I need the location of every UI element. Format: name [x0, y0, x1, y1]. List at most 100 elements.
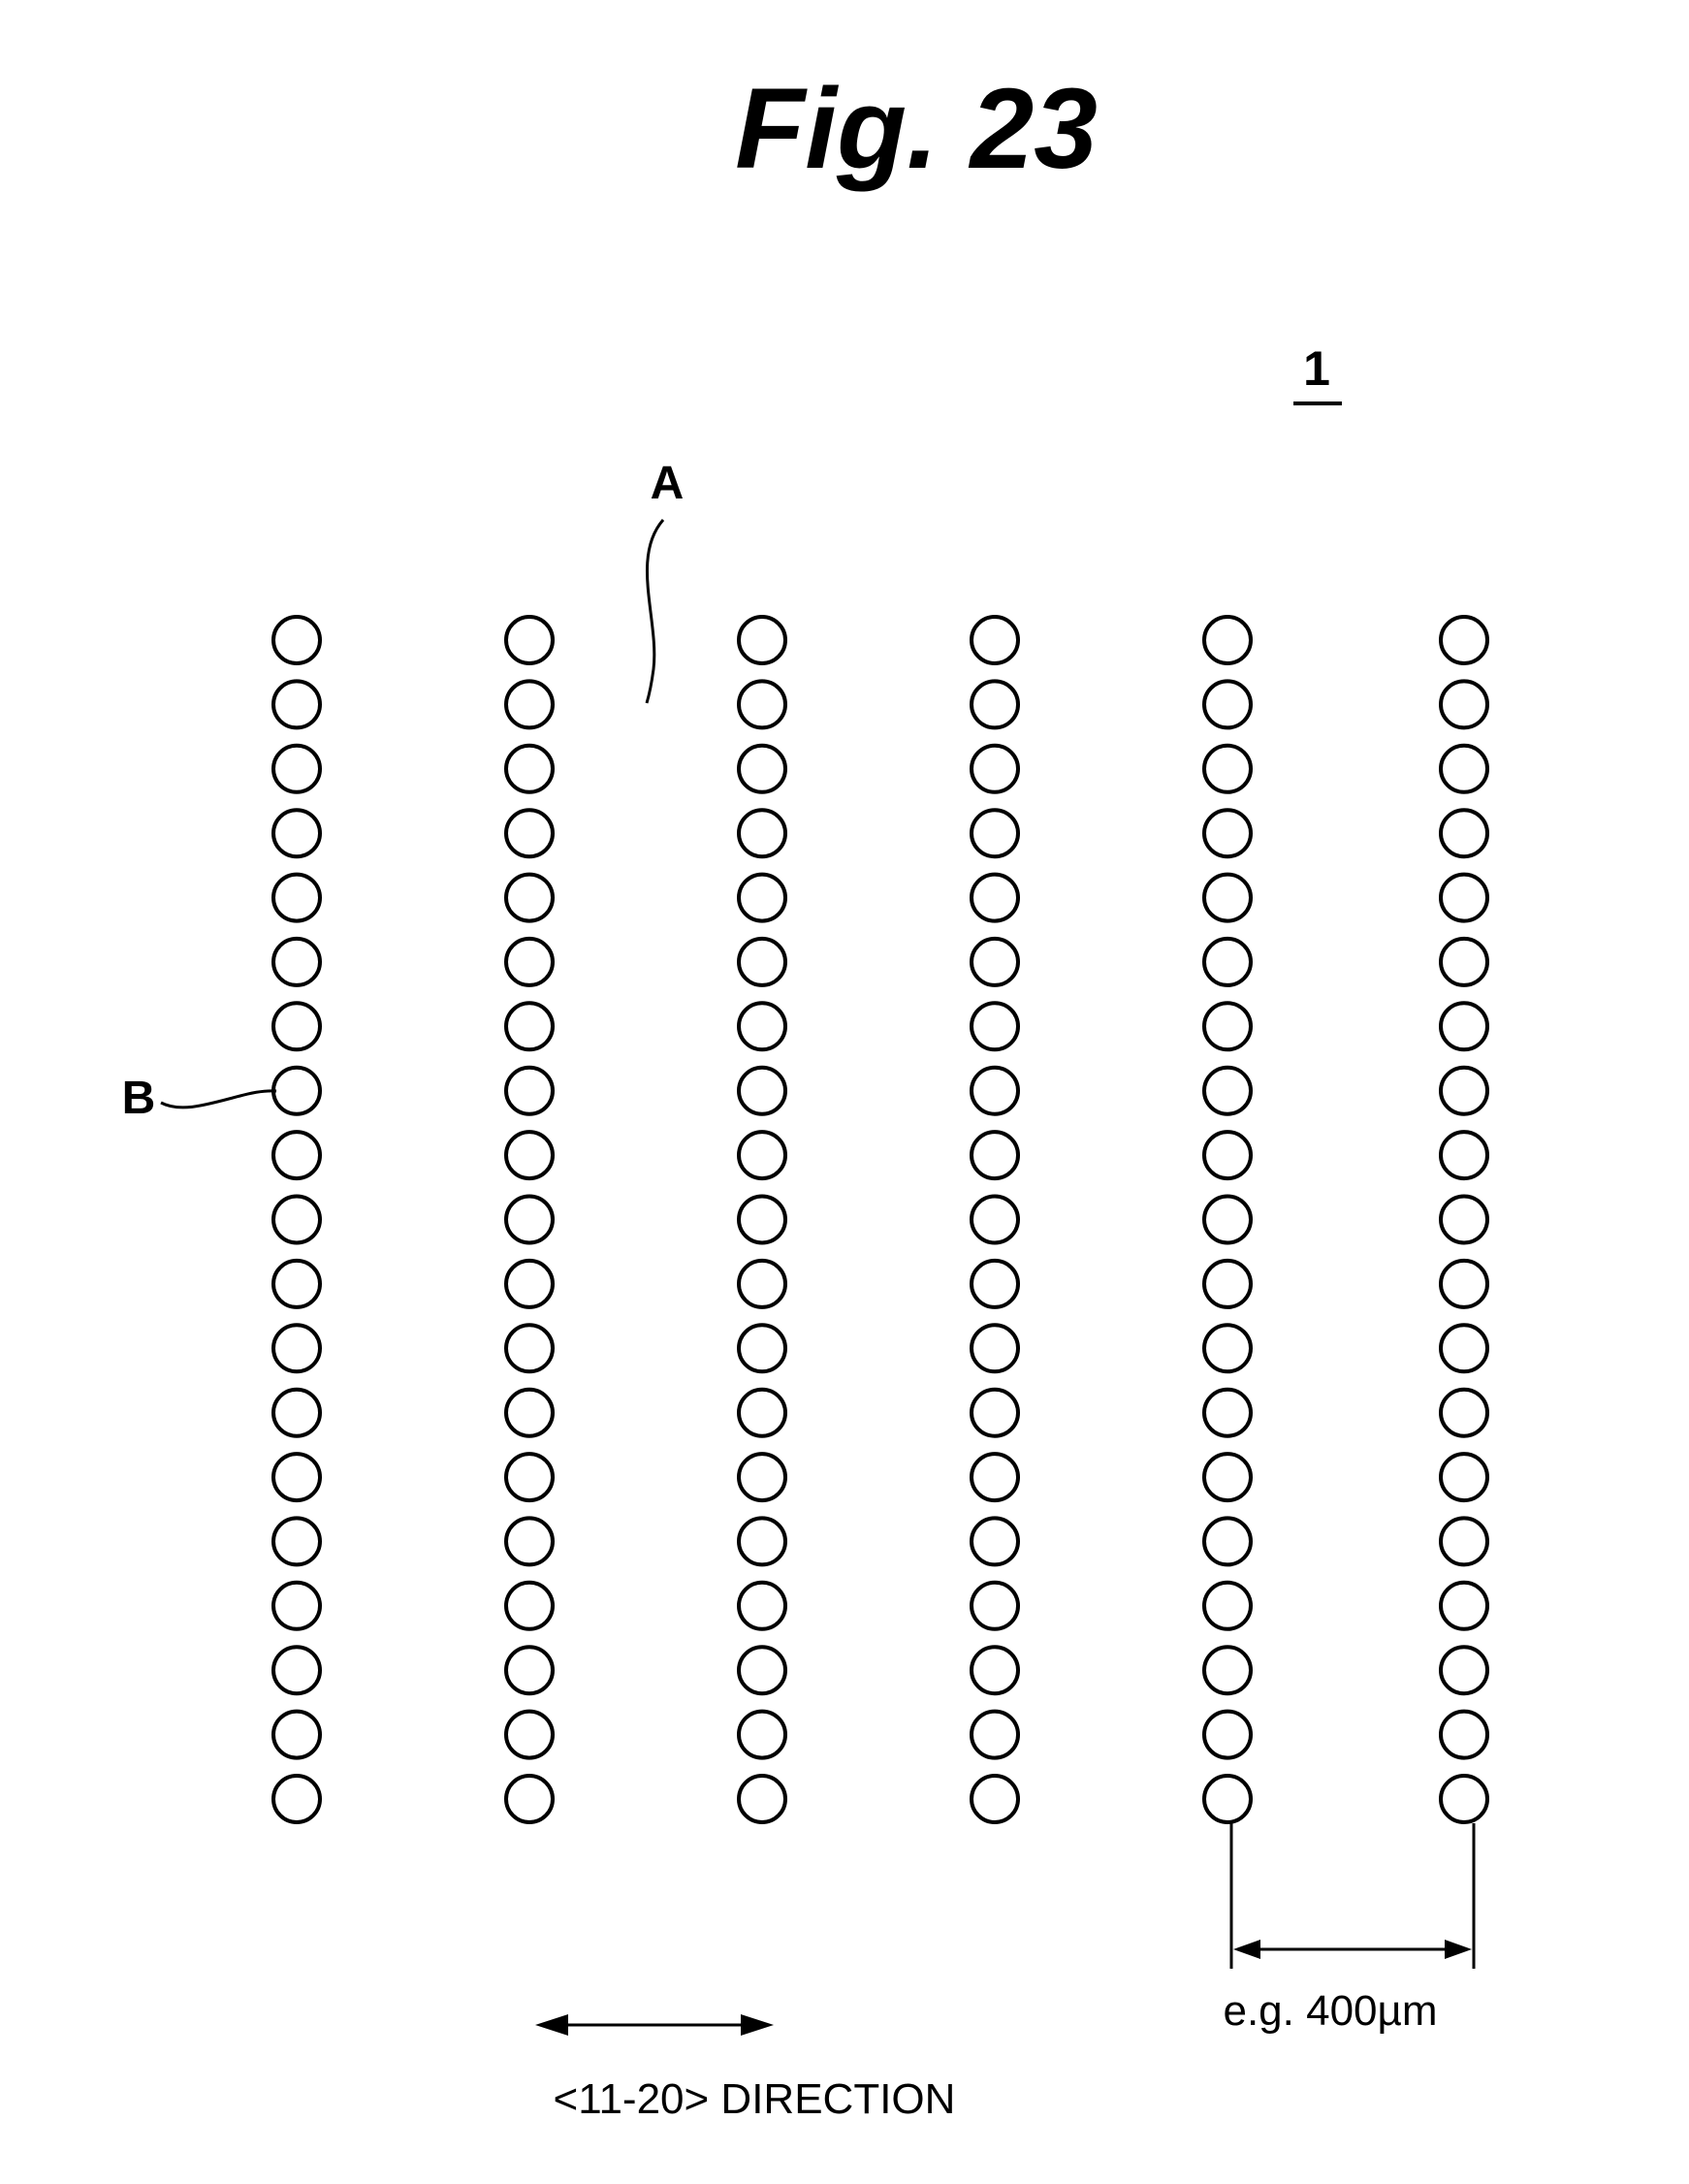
dot	[739, 1647, 785, 1693]
dot	[506, 1325, 553, 1371]
dot	[739, 681, 785, 727]
dot	[972, 1647, 1018, 1693]
dot	[506, 1132, 553, 1178]
dot	[739, 1197, 785, 1243]
dot	[739, 1325, 785, 1371]
dot	[506, 875, 553, 921]
dot	[1441, 810, 1487, 856]
dot	[1441, 681, 1487, 727]
leader-line-b	[161, 1091, 276, 1108]
dot	[739, 1132, 785, 1178]
dot	[1204, 1390, 1251, 1436]
dot	[1441, 746, 1487, 792]
dot	[273, 1325, 320, 1371]
dot	[506, 939, 553, 985]
dot	[273, 681, 320, 727]
dot	[506, 1261, 553, 1307]
dot	[506, 1712, 553, 1758]
dot	[1441, 1003, 1487, 1049]
dot	[1204, 939, 1251, 985]
dot	[1204, 1647, 1251, 1693]
figure-title: Fig. 23	[735, 65, 1098, 193]
dot	[273, 1132, 320, 1178]
dot	[739, 1776, 785, 1822]
dimension-arrowhead-right	[1445, 1940, 1472, 1959]
dot	[506, 617, 553, 663]
dot	[972, 1132, 1018, 1178]
dot	[972, 1518, 1018, 1564]
dot	[506, 1518, 553, 1564]
direction-label: <11-20> DIRECTION	[554, 2075, 956, 2123]
direction-arrow	[535, 2014, 774, 2036]
dot	[1204, 746, 1251, 792]
dot	[506, 1197, 553, 1243]
label-a: A	[651, 458, 685, 509]
dot	[739, 1261, 785, 1307]
dot	[739, 1068, 785, 1114]
dot	[972, 1068, 1018, 1114]
label-b: B	[122, 1073, 156, 1124]
dot	[1204, 1583, 1251, 1629]
dot	[739, 939, 785, 985]
leader-line-a	[647, 520, 663, 703]
dot	[273, 1390, 320, 1436]
dot	[506, 1390, 553, 1436]
dot	[1441, 1390, 1487, 1436]
dot	[1204, 1712, 1251, 1758]
dot	[1204, 1776, 1251, 1822]
dot	[972, 746, 1018, 792]
dot	[972, 1712, 1018, 1758]
dot	[1441, 1518, 1487, 1564]
dot	[972, 1583, 1018, 1629]
dot	[506, 1003, 553, 1049]
dot	[1204, 875, 1251, 921]
dot	[1441, 1583, 1487, 1629]
dot-grid	[273, 617, 1487, 1822]
dot	[273, 1583, 320, 1629]
dot	[273, 1197, 320, 1243]
dot	[1204, 810, 1251, 856]
dot	[506, 746, 553, 792]
dot	[1441, 1712, 1487, 1758]
dot	[273, 617, 320, 663]
dot	[739, 1712, 785, 1758]
dot	[1441, 1325, 1487, 1371]
dot	[972, 875, 1018, 921]
dot	[1204, 1003, 1251, 1049]
dot	[739, 875, 785, 921]
dot	[972, 810, 1018, 856]
dot	[273, 746, 320, 792]
dot	[1441, 617, 1487, 663]
dot	[273, 1518, 320, 1564]
dimension-arrowhead-left	[1233, 1940, 1260, 1959]
dot	[273, 1454, 320, 1500]
dot	[739, 617, 785, 663]
spacing-label: e.g. 400µm	[1223, 1987, 1437, 2035]
dot	[506, 1583, 553, 1629]
dot	[1204, 1197, 1251, 1243]
dot	[739, 1583, 785, 1629]
direction-arrowhead-left	[535, 2014, 568, 2036]
dot	[506, 1454, 553, 1500]
reference-numeral: 1	[1303, 341, 1330, 396]
dot	[273, 939, 320, 985]
dot	[1204, 1068, 1251, 1114]
dot	[1441, 939, 1487, 985]
dot	[1441, 1132, 1487, 1178]
dot	[1204, 1325, 1251, 1371]
dot	[972, 617, 1018, 663]
dot	[273, 1068, 320, 1114]
dot	[273, 1647, 320, 1693]
dot	[972, 1454, 1018, 1500]
dot	[739, 1518, 785, 1564]
dot	[506, 810, 553, 856]
dot	[972, 1776, 1018, 1822]
dot	[1441, 1647, 1487, 1693]
spacing-dimension	[1231, 1823, 1474, 1969]
dot	[1204, 1132, 1251, 1178]
dot	[1204, 617, 1251, 663]
dot	[972, 1390, 1018, 1436]
dot	[739, 1454, 785, 1500]
dot	[506, 1068, 553, 1114]
